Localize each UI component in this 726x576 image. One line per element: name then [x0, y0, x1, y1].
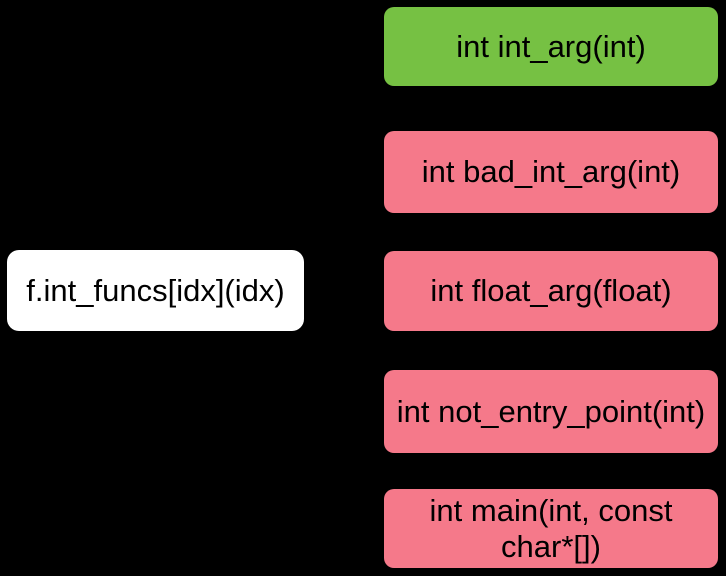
target-node-label: int not_entry_point(int) — [396, 393, 706, 429]
target-node-label: int float_arg(float) — [430, 273, 672, 309]
target-node-not-entry-point: int not_entry_point(int) — [384, 370, 718, 453]
caller-node-label: f.int_funcs[idx](idx) — [26, 272, 285, 308]
target-node-bad-int-arg: int bad_int_arg(int) — [384, 131, 718, 213]
target-node-label: int bad_int_arg(int) — [421, 154, 681, 190]
target-node-float-arg: int float_arg(float) — [384, 251, 718, 331]
target-node-main: int main(int, const char*[]) — [384, 489, 718, 568]
caller-node: f.int_funcs[idx](idx) — [7, 250, 304, 331]
target-node-label: int int_arg(int) — [456, 28, 646, 64]
target-node-label: int main(int, const char*[]) — [429, 492, 673, 564]
target-node-int-arg: int int_arg(int) — [384, 7, 718, 86]
